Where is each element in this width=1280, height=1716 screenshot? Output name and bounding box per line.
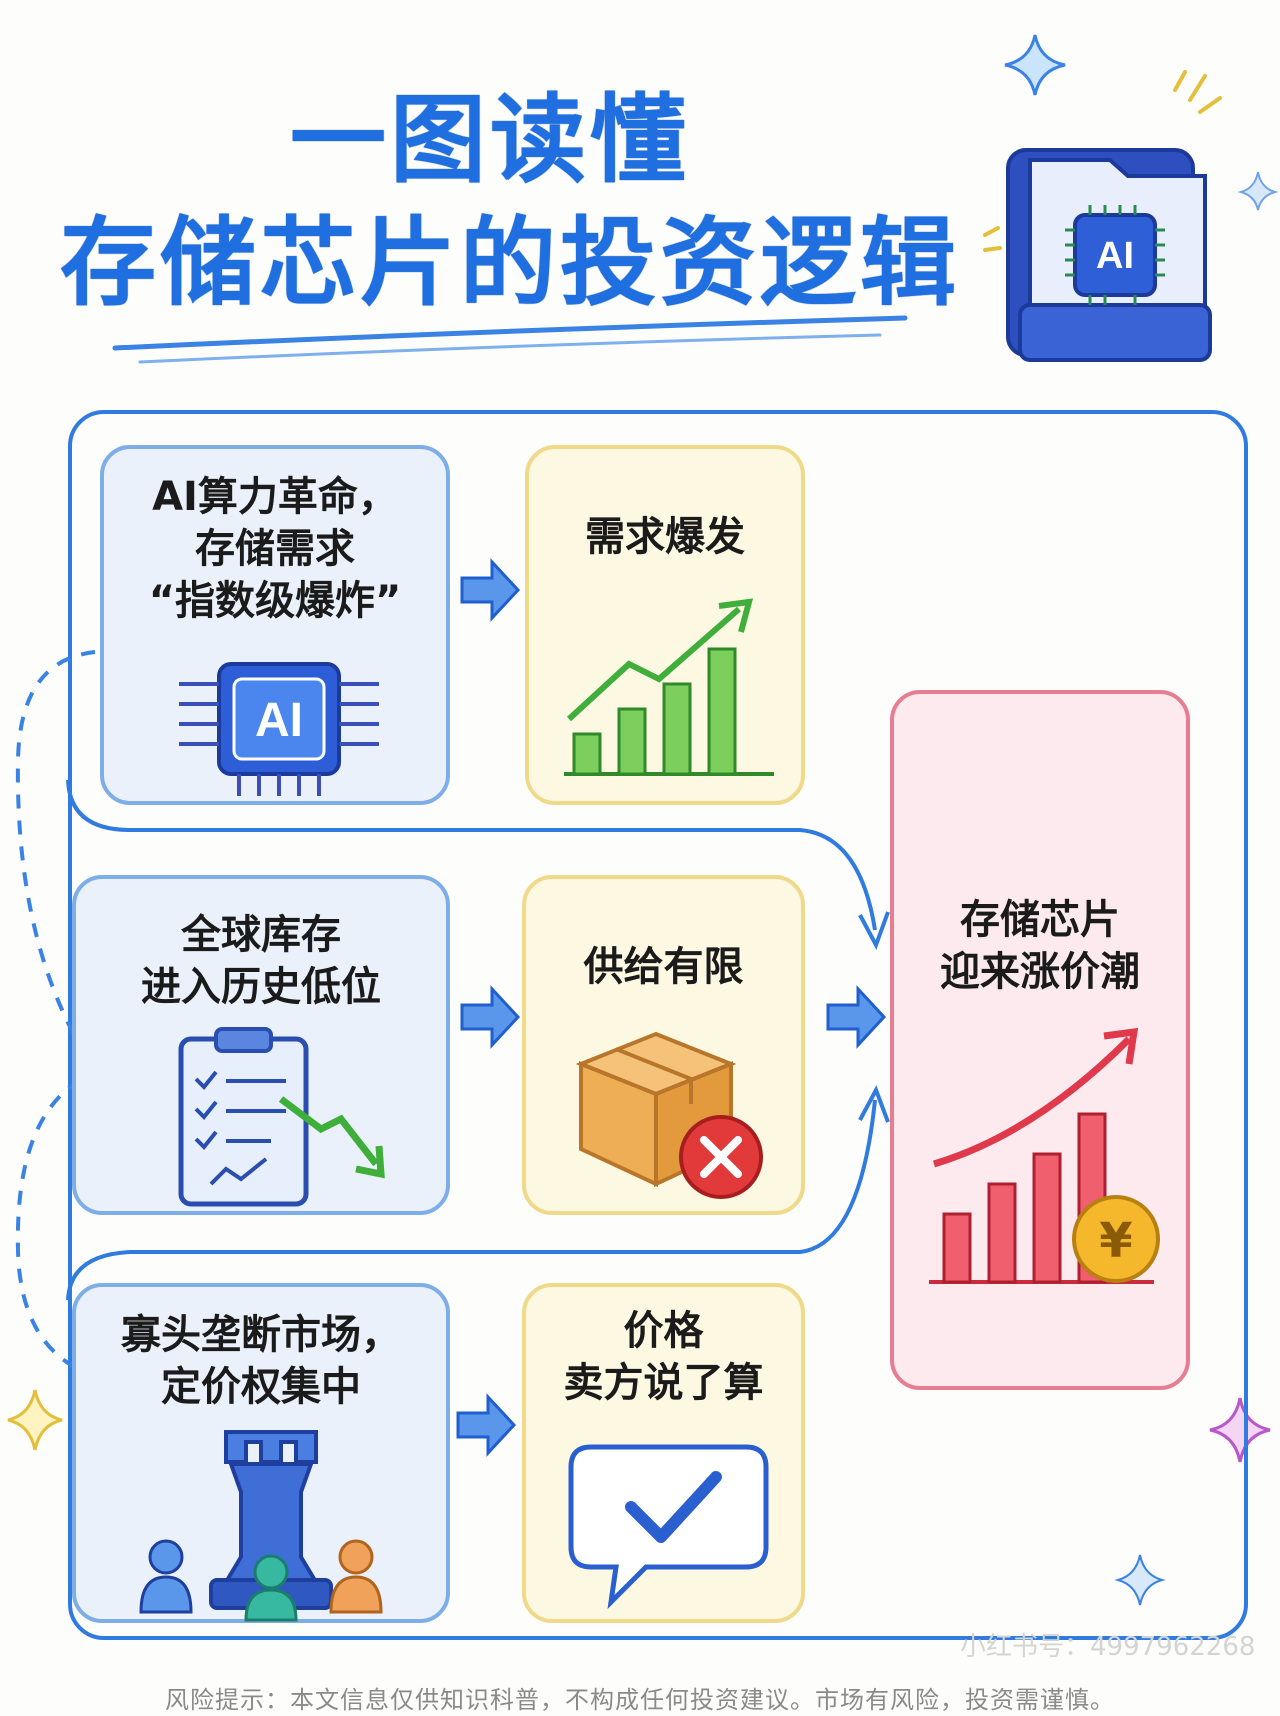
svg-text:¥: ¥ — [1099, 1213, 1132, 1269]
card-demand-surge: 需求爆发 — [525, 445, 805, 805]
page-title-line1: 一图读懂 — [290, 84, 690, 196]
card-oligopoly-line2: 定价权集中 — [161, 1364, 361, 1410]
card-oligopoly: 寡头垄断市场， 定价权集中 — [72, 1283, 450, 1623]
svg-text:AI: AI — [255, 694, 303, 747]
card-low-inventory-line1: 全球库存 — [181, 912, 341, 958]
sparkle-icon — [1237, 171, 1279, 211]
right-arrow-icon — [826, 985, 887, 1049]
card-oligopoly-line1: 寡头垄断市场， — [121, 1312, 401, 1358]
sparkle-icon — [1004, 34, 1066, 96]
card-seller-pricing-line2: 卖方说了算 — [563, 1360, 764, 1406]
svg-text:AI: AI — [1096, 235, 1134, 277]
card-limited-supply-text: 供给有限 — [583, 944, 744, 990]
sparkle-icon — [7, 1389, 63, 1451]
card-demand-surge-text: 需求爆发 — [585, 514, 745, 560]
card-ai-demand-line3: “指数级爆炸” — [148, 578, 402, 624]
right-arrow-icon — [460, 558, 521, 622]
right-arrow-icon — [456, 1393, 517, 1457]
card-seller-pricing: 价格 卖方说了算 — [522, 1283, 805, 1623]
chess-rook-people-icon — [139, 1430, 383, 1622]
card-price-rise-line2: 迎来涨价潮 — [940, 949, 1140, 995]
card-price-rise: 存储芯片 迎来涨价潮 ¥ — [890, 690, 1190, 1390]
card-ai-demand-line2: 存储需求 — [195, 526, 355, 572]
sparkle-icon — [1114, 1554, 1166, 1606]
card-low-inventory-line2: 进入历史低位 — [141, 964, 381, 1010]
growth-bar-chart-icon — [564, 598, 774, 776]
card-seller-pricing-line1: 价格 — [623, 1308, 704, 1354]
right-arrow-icon — [460, 985, 521, 1049]
card-ai-demand-line1: AI算力革命， — [152, 474, 398, 520]
card-ai-demand: AI算力革命， 存储需求 “指数级爆炸” AI — [100, 445, 450, 805]
clipboard-decline-icon — [178, 1027, 385, 1207]
card-limited-supply: 供给有限 — [522, 875, 805, 1215]
sparkle-icon — [1209, 1397, 1271, 1463]
box-with-cross-icon — [575, 1031, 763, 1199]
watermark: 小红书号：4997962268 — [960, 1632, 1256, 1662]
dashed-connector — [15, 650, 97, 1072]
ai-chip-icon: AI — [179, 662, 379, 796]
rising-chart-yuan-coin-icon: ¥ — [929, 1027, 1160, 1284]
risk-disclaimer: 风险提示：本文信息仅供知识科普，不构成任何投资建议。市场有风险，投资需谨慎。 — [165, 1686, 1115, 1714]
speech-bubble-check-icon — [568, 1444, 769, 1610]
dashed-connector — [15, 1078, 82, 1372]
card-price-rise-line1: 存储芯片 — [960, 897, 1120, 943]
page-title-line2: 存储芯片的投资逻辑 — [60, 207, 960, 319]
card-low-inventory: 全球库存 进入历史低位 — [72, 875, 450, 1215]
